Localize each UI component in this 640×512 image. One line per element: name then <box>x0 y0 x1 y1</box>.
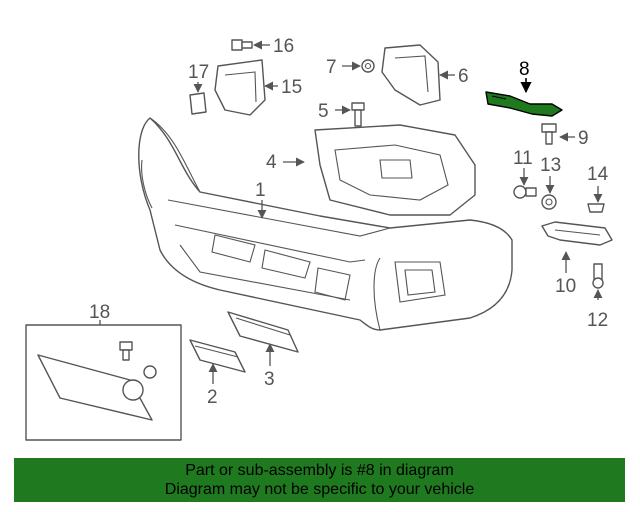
callout-13: 13 <box>540 155 561 176</box>
callout-14: 14 <box>587 164 609 185</box>
bracket-part-2 <box>189 339 246 373</box>
callout-15: 15 <box>281 77 302 98</box>
bolt-part-16 <box>231 39 253 51</box>
banner-line-1: Part or sub-assembly is #8 in diagram <box>185 462 454 479</box>
bumper-part-1 <box>138 117 513 331</box>
reinforcement-part-4 <box>314 124 476 216</box>
bolt-part-5 <box>351 102 365 127</box>
bracket-part-10 <box>541 221 613 246</box>
bolt-part-7 <box>361 59 375 73</box>
callout-6: 6 <box>458 66 469 87</box>
bracket-part-15 <box>214 59 266 116</box>
callout-8: 8 <box>519 59 530 80</box>
nut-part-13 <box>541 194 557 210</box>
banner-line-2: Diagram may not be specific to your vehi… <box>164 481 475 498</box>
callout-3: 3 <box>264 369 275 390</box>
bolt-part-9 <box>541 123 557 145</box>
callout-2: 2 <box>207 387 218 408</box>
callout-4: 4 <box>266 152 277 173</box>
clip-part-17 <box>189 92 207 115</box>
bracket-part-3 <box>227 311 299 353</box>
bracket-part-6 <box>381 44 441 106</box>
bolt-part-12 <box>592 263 604 289</box>
bracket-part-8-highlighted <box>485 91 563 117</box>
callout-17: 17 <box>188 62 209 83</box>
callout-10: 10 <box>555 276 576 297</box>
callout-16: 16 <box>273 36 294 57</box>
parts-diagram: 1 2 3 4 5 6 7 8 9 10 11 12 13 14 15 16 1… <box>25 36 613 441</box>
part-notice-banner: Part or sub-assembly is #8 in diagram Di… <box>14 458 625 502</box>
leader-lines <box>99 40 603 384</box>
callout-1: 1 <box>255 180 266 201</box>
callout-9: 9 <box>578 128 589 149</box>
callout-18: 18 <box>89 302 110 323</box>
callout-7: 7 <box>326 57 337 78</box>
callout-12: 12 <box>587 310 608 331</box>
inset-part-18 <box>25 324 182 441</box>
bolt-part-11 <box>513 185 537 199</box>
callout-11: 11 <box>513 148 533 169</box>
nut-part-14 <box>587 203 605 213</box>
callout-5: 5 <box>318 101 329 122</box>
